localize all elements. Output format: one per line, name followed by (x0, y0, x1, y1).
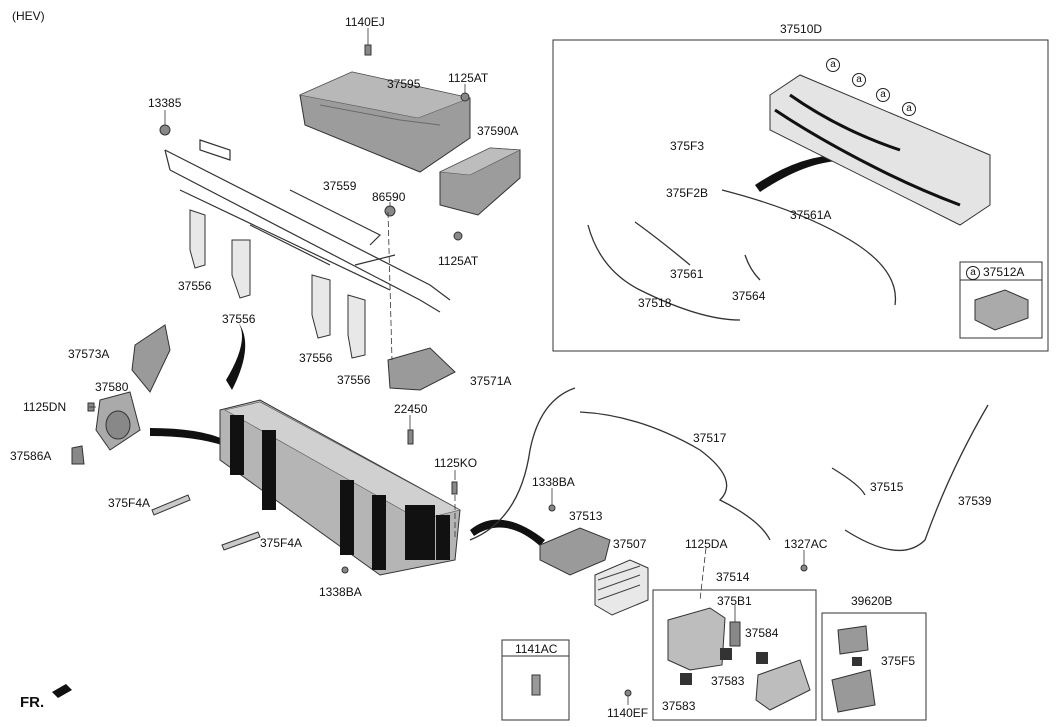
heat-shield-37590A (438, 147, 522, 216)
module-37513 (539, 527, 611, 576)
label-37515: 37515 (870, 480, 904, 494)
label-375F4A-b: 375F4A (260, 536, 303, 550)
label-37584: 37584 (745, 626, 779, 640)
label-37510D: 37510D (780, 22, 823, 36)
harness-37517 (579, 411, 771, 541)
cable-37539 (844, 404, 989, 552)
label-375F2B: 375F2B (666, 186, 709, 200)
box-1141AC (501, 639, 570, 721)
label-1327AC: 1327AC (784, 537, 828, 551)
box-39620B (821, 612, 927, 721)
label-37571A: 37571A (470, 374, 512, 388)
label-37556-b: 37556 (222, 312, 256, 326)
label-37539: 37539 (958, 494, 992, 508)
label-1338BA-b: 1338BA (532, 475, 575, 489)
label-1125KO: 1125KO (434, 456, 478, 470)
label-37507: 37507 (613, 537, 647, 551)
label-375B1: 375B1 (717, 594, 752, 608)
label-39620B: 39620B (851, 594, 893, 608)
label-1125DA: 1125DA (685, 537, 728, 551)
label-375F4A-a: 375F4A (108, 496, 151, 510)
box-37514 (652, 589, 817, 721)
label-37564: 37564 (732, 289, 766, 303)
label-37556-d: 37556 (337, 373, 371, 387)
label-37590A: 37590A (477, 124, 519, 138)
frame-37559 (164, 139, 451, 313)
label-1125DN: 1125DN (23, 400, 67, 414)
bracket-37573A (131, 324, 171, 393)
label-37580: 37580 (95, 380, 129, 394)
leader-lines (89, 28, 805, 705)
junction-block-375B1 (667, 607, 811, 711)
label-37583-a: 37583 (711, 674, 745, 688)
label-37586A: 37586A (10, 449, 52, 463)
label-37561A: 37561A (790, 208, 832, 222)
pad-375F4A-b (221, 531, 261, 551)
box-37510D (552, 39, 1049, 352)
label-37573A: 37573A (68, 347, 110, 361)
bracket-37586A (71, 445, 85, 465)
module-37512A (974, 289, 1029, 331)
callout-a-4: a (902, 102, 919, 116)
label-37517: 37517 (693, 431, 727, 445)
label-1338BA-a: 1338BA (319, 585, 362, 599)
label-1125AT-bottom: 1125AT (438, 254, 479, 268)
label-37583-b: 37583 (662, 699, 696, 713)
label-22450: 22450 (394, 402, 428, 416)
heat-shield-37595 (299, 71, 472, 173)
variant-label: (HEV) (12, 9, 45, 23)
label-37513: 37513 (569, 509, 603, 523)
label-375F3: 375F3 (670, 139, 705, 153)
callout-a-1: a (826, 58, 843, 72)
pad-375F4A-a (151, 494, 191, 516)
harness-37515 (831, 467, 866, 496)
label-37561: 37561 (670, 267, 704, 281)
fan-housing-37580 (95, 391, 141, 451)
callout-a-3: a (876, 88, 893, 102)
callout-a-2: a (852, 73, 869, 87)
front-arrow-icon (52, 684, 72, 698)
label-1140EF: 1140EF (607, 706, 649, 720)
bolt-1141AC (531, 674, 541, 696)
box-37512A (959, 261, 1043, 339)
label-1140EJ: 1140EJ (345, 15, 385, 29)
label-13385: 13385 (148, 96, 182, 110)
harness-37561A (587, 189, 897, 321)
label-37595: 37595 (387, 77, 421, 91)
battery-frame-37510D (769, 74, 991, 226)
bracket-37571A (387, 347, 456, 391)
label-37518: 37518 (638, 296, 672, 310)
label-1141AC: 1141AC (515, 642, 558, 656)
label-37559: 37559 (323, 179, 357, 193)
front-marker: FR. (20, 694, 45, 711)
module-37507 (594, 559, 649, 616)
label-1125AT-top: 1125AT (448, 71, 489, 85)
battery-pack (219, 399, 461, 576)
label-37556-a: 37556 (178, 279, 212, 293)
label-375F5: 375F5 (881, 654, 916, 668)
label-86590: 86590 (372, 190, 406, 204)
callout-a-icon: a (966, 266, 980, 280)
brackets-37556 (189, 209, 366, 359)
label-37514: 37514 (716, 570, 750, 584)
harness-37513-link (469, 387, 576, 541)
label-37556-c: 37556 (299, 351, 333, 365)
